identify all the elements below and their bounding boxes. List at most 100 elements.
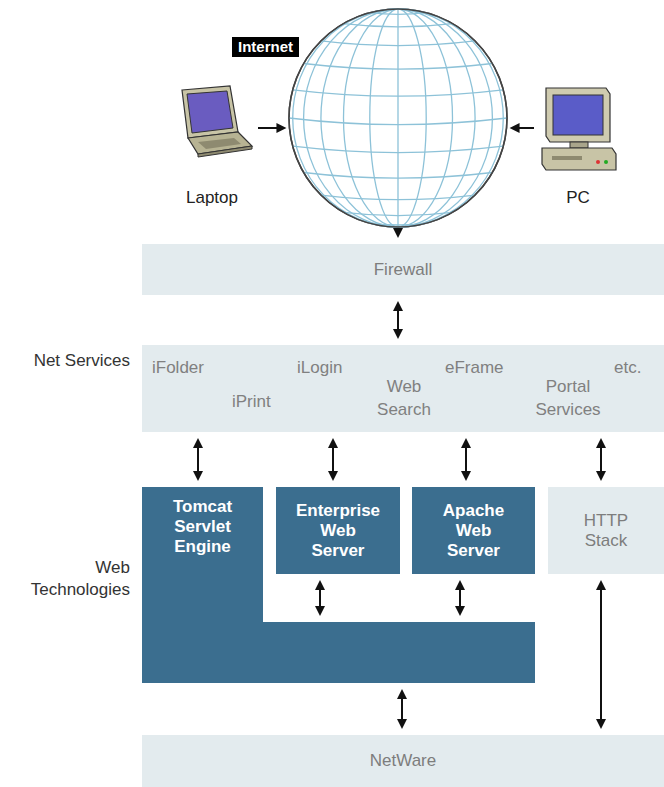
arrow-head <box>315 606 325 616</box>
desktop-pc: PC <box>536 84 620 210</box>
server-name: Enterprise Web Server <box>292 501 384 561</box>
connector-arrow <box>315 580 325 616</box>
pc-led <box>596 160 600 164</box>
laptop-computer: Laptop <box>168 84 256 210</box>
connector-line <box>518 127 534 129</box>
connector-arrow <box>258 123 286 133</box>
globe-illustration <box>288 8 508 228</box>
globe-parallel <box>321 195 475 200</box>
arrow-head <box>455 580 465 590</box>
pc-monitor <box>546 88 610 142</box>
pc-led <box>604 160 608 164</box>
service-name: iLogin <box>297 358 377 378</box>
service-name: iFolder <box>152 358 232 378</box>
connector-line <box>600 588 602 721</box>
globe-meridian <box>304 9 493 227</box>
arrow-head <box>397 689 407 699</box>
servlet-engine-fill <box>142 487 535 683</box>
engine-name: Tomcat Servlet Engine <box>142 497 263 557</box>
connector-arrow <box>596 438 606 481</box>
services-band: Net ServicesiFolderiLogineFrameetc.iPrin… <box>142 345 664 432</box>
laptop-icon <box>168 84 256 164</box>
arrow-head <box>315 580 325 590</box>
connector-arrow <box>328 438 338 481</box>
connector-arrow <box>510 123 534 133</box>
laptop-lid <box>182 86 238 138</box>
layer-name: NetWare <box>370 751 436 771</box>
globe-parallel <box>304 64 493 70</box>
arrow-head <box>596 438 606 448</box>
connector-arrow <box>596 580 606 729</box>
globe-meridian <box>344 9 453 227</box>
globe-parallel <box>289 118 507 125</box>
band-heading: Net Services <box>10 349 130 373</box>
arrow-head <box>328 471 338 481</box>
connector-line <box>319 588 321 608</box>
device-label: PC <box>536 188 620 208</box>
globe-parallel <box>293 146 504 152</box>
globe-parallel <box>344 212 453 215</box>
stack-box: HTTP Stack <box>548 487 664 574</box>
network-tag: Internet <box>232 37 299 57</box>
arrow-head <box>328 438 338 448</box>
globe-parallel <box>370 13 426 15</box>
globe-body <box>289 9 507 227</box>
connector-arrow <box>393 228 403 238</box>
arrow-head <box>596 719 606 729</box>
pc-case <box>542 148 616 170</box>
arrow-head <box>461 438 471 448</box>
service-name: iPrint <box>232 392 312 412</box>
laptop-screen <box>187 91 233 133</box>
service-name: Portal Services <box>528 375 608 421</box>
arrow-head <box>193 438 203 448</box>
arrow-head <box>276 123 286 133</box>
layer-band: Firewall <box>142 244 664 295</box>
connector-line <box>397 309 399 331</box>
arrow-head <box>397 719 407 729</box>
service-name: eFrame <box>445 358 525 378</box>
tier-label: Web Technologies <box>6 557 130 601</box>
globe-parallel <box>344 24 453 27</box>
arrow-head <box>510 123 520 133</box>
globe-parallel <box>321 41 475 46</box>
globe-meridian <box>321 9 475 227</box>
connector-line <box>465 446 467 473</box>
pc-stand <box>570 142 588 148</box>
device-label: Laptop <box>168 188 256 208</box>
arrow-head <box>393 228 403 238</box>
connector-arrow <box>393 301 403 339</box>
web-server-box: Apache Web Server <box>412 487 535 574</box>
connector-line <box>197 446 199 473</box>
arrow-head <box>461 471 471 481</box>
globe-meridian <box>370 9 426 227</box>
connector-arrow <box>455 580 465 616</box>
laptop-keys <box>198 138 241 149</box>
connector-line <box>258 127 278 129</box>
arrow-head <box>393 329 403 339</box>
connector-line <box>401 697 403 721</box>
layer-band: NetWare <box>142 735 664 787</box>
pc-icon <box>536 84 620 176</box>
layer-name: Firewall <box>374 260 433 280</box>
internet-globe: Internet <box>288 8 508 228</box>
pc-screen <box>553 95 603 135</box>
globe-meridian <box>293 9 504 227</box>
globe-meridian <box>397 9 398 227</box>
laptop-edge <box>198 146 252 157</box>
web-server-box: Enterprise Web Server <box>276 487 400 574</box>
service-name: Web Search <box>368 375 440 421</box>
globe-parallel <box>304 173 493 179</box>
arrow-head <box>455 606 465 616</box>
arrow-head <box>393 301 403 311</box>
arrow-head <box>596 471 606 481</box>
arrow-head <box>193 471 203 481</box>
connector-arrow <box>397 689 407 729</box>
globe-outline <box>289 9 507 227</box>
arrow-head <box>596 580 606 590</box>
connector-arrow <box>461 438 471 481</box>
pc-drive <box>552 156 582 160</box>
connector-line <box>600 446 602 473</box>
server-name: Apache Web Server <box>428 501 519 561</box>
connector-line <box>459 588 461 608</box>
